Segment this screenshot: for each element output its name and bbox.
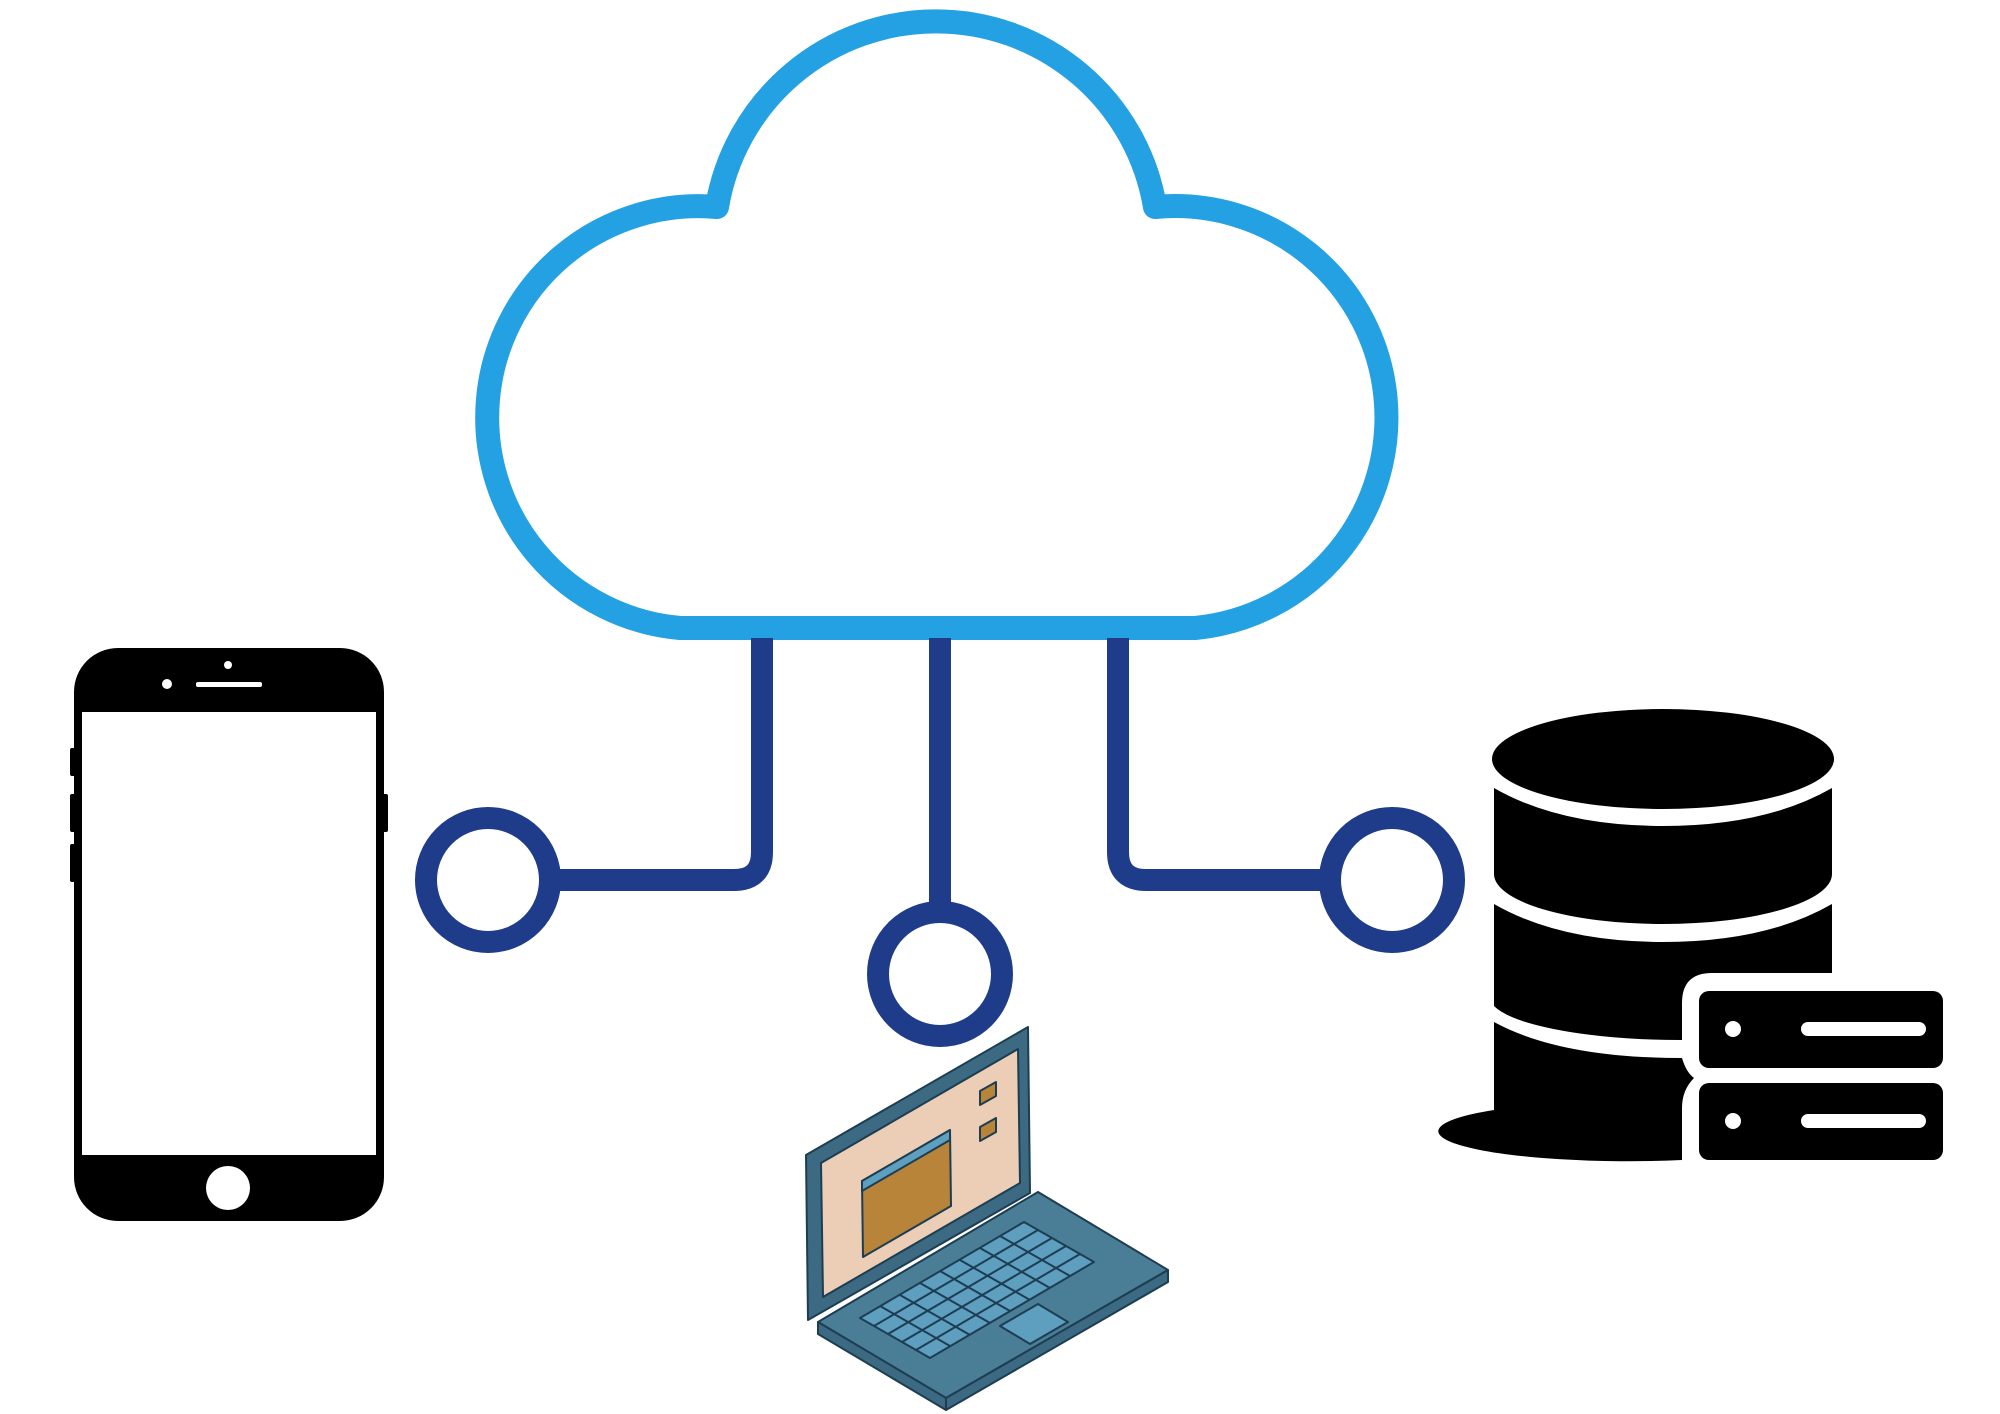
laptop-icon: [805, 1026, 1169, 1411]
phone-camera: [162, 679, 172, 689]
cloud-icon: [475, 9, 1399, 640]
phone-sensor: [224, 661, 232, 669]
connector-right: [1107, 638, 1326, 891]
phone-home-button: [206, 1166, 250, 1210]
node-circle-left: [415, 807, 561, 953]
phone-screen: [82, 712, 376, 1155]
phone-speaker: [196, 682, 262, 687]
cloud-outline: [475, 9, 1399, 640]
connector-left: [552, 638, 773, 891]
database-server-icon: [1438, 709, 1943, 1162]
smartphone-icon: [70, 648, 388, 1221]
connector-lines: [415, 638, 1465, 1047]
node-circle-center: [867, 901, 1013, 1047]
node-circle-right: [1319, 807, 1465, 953]
